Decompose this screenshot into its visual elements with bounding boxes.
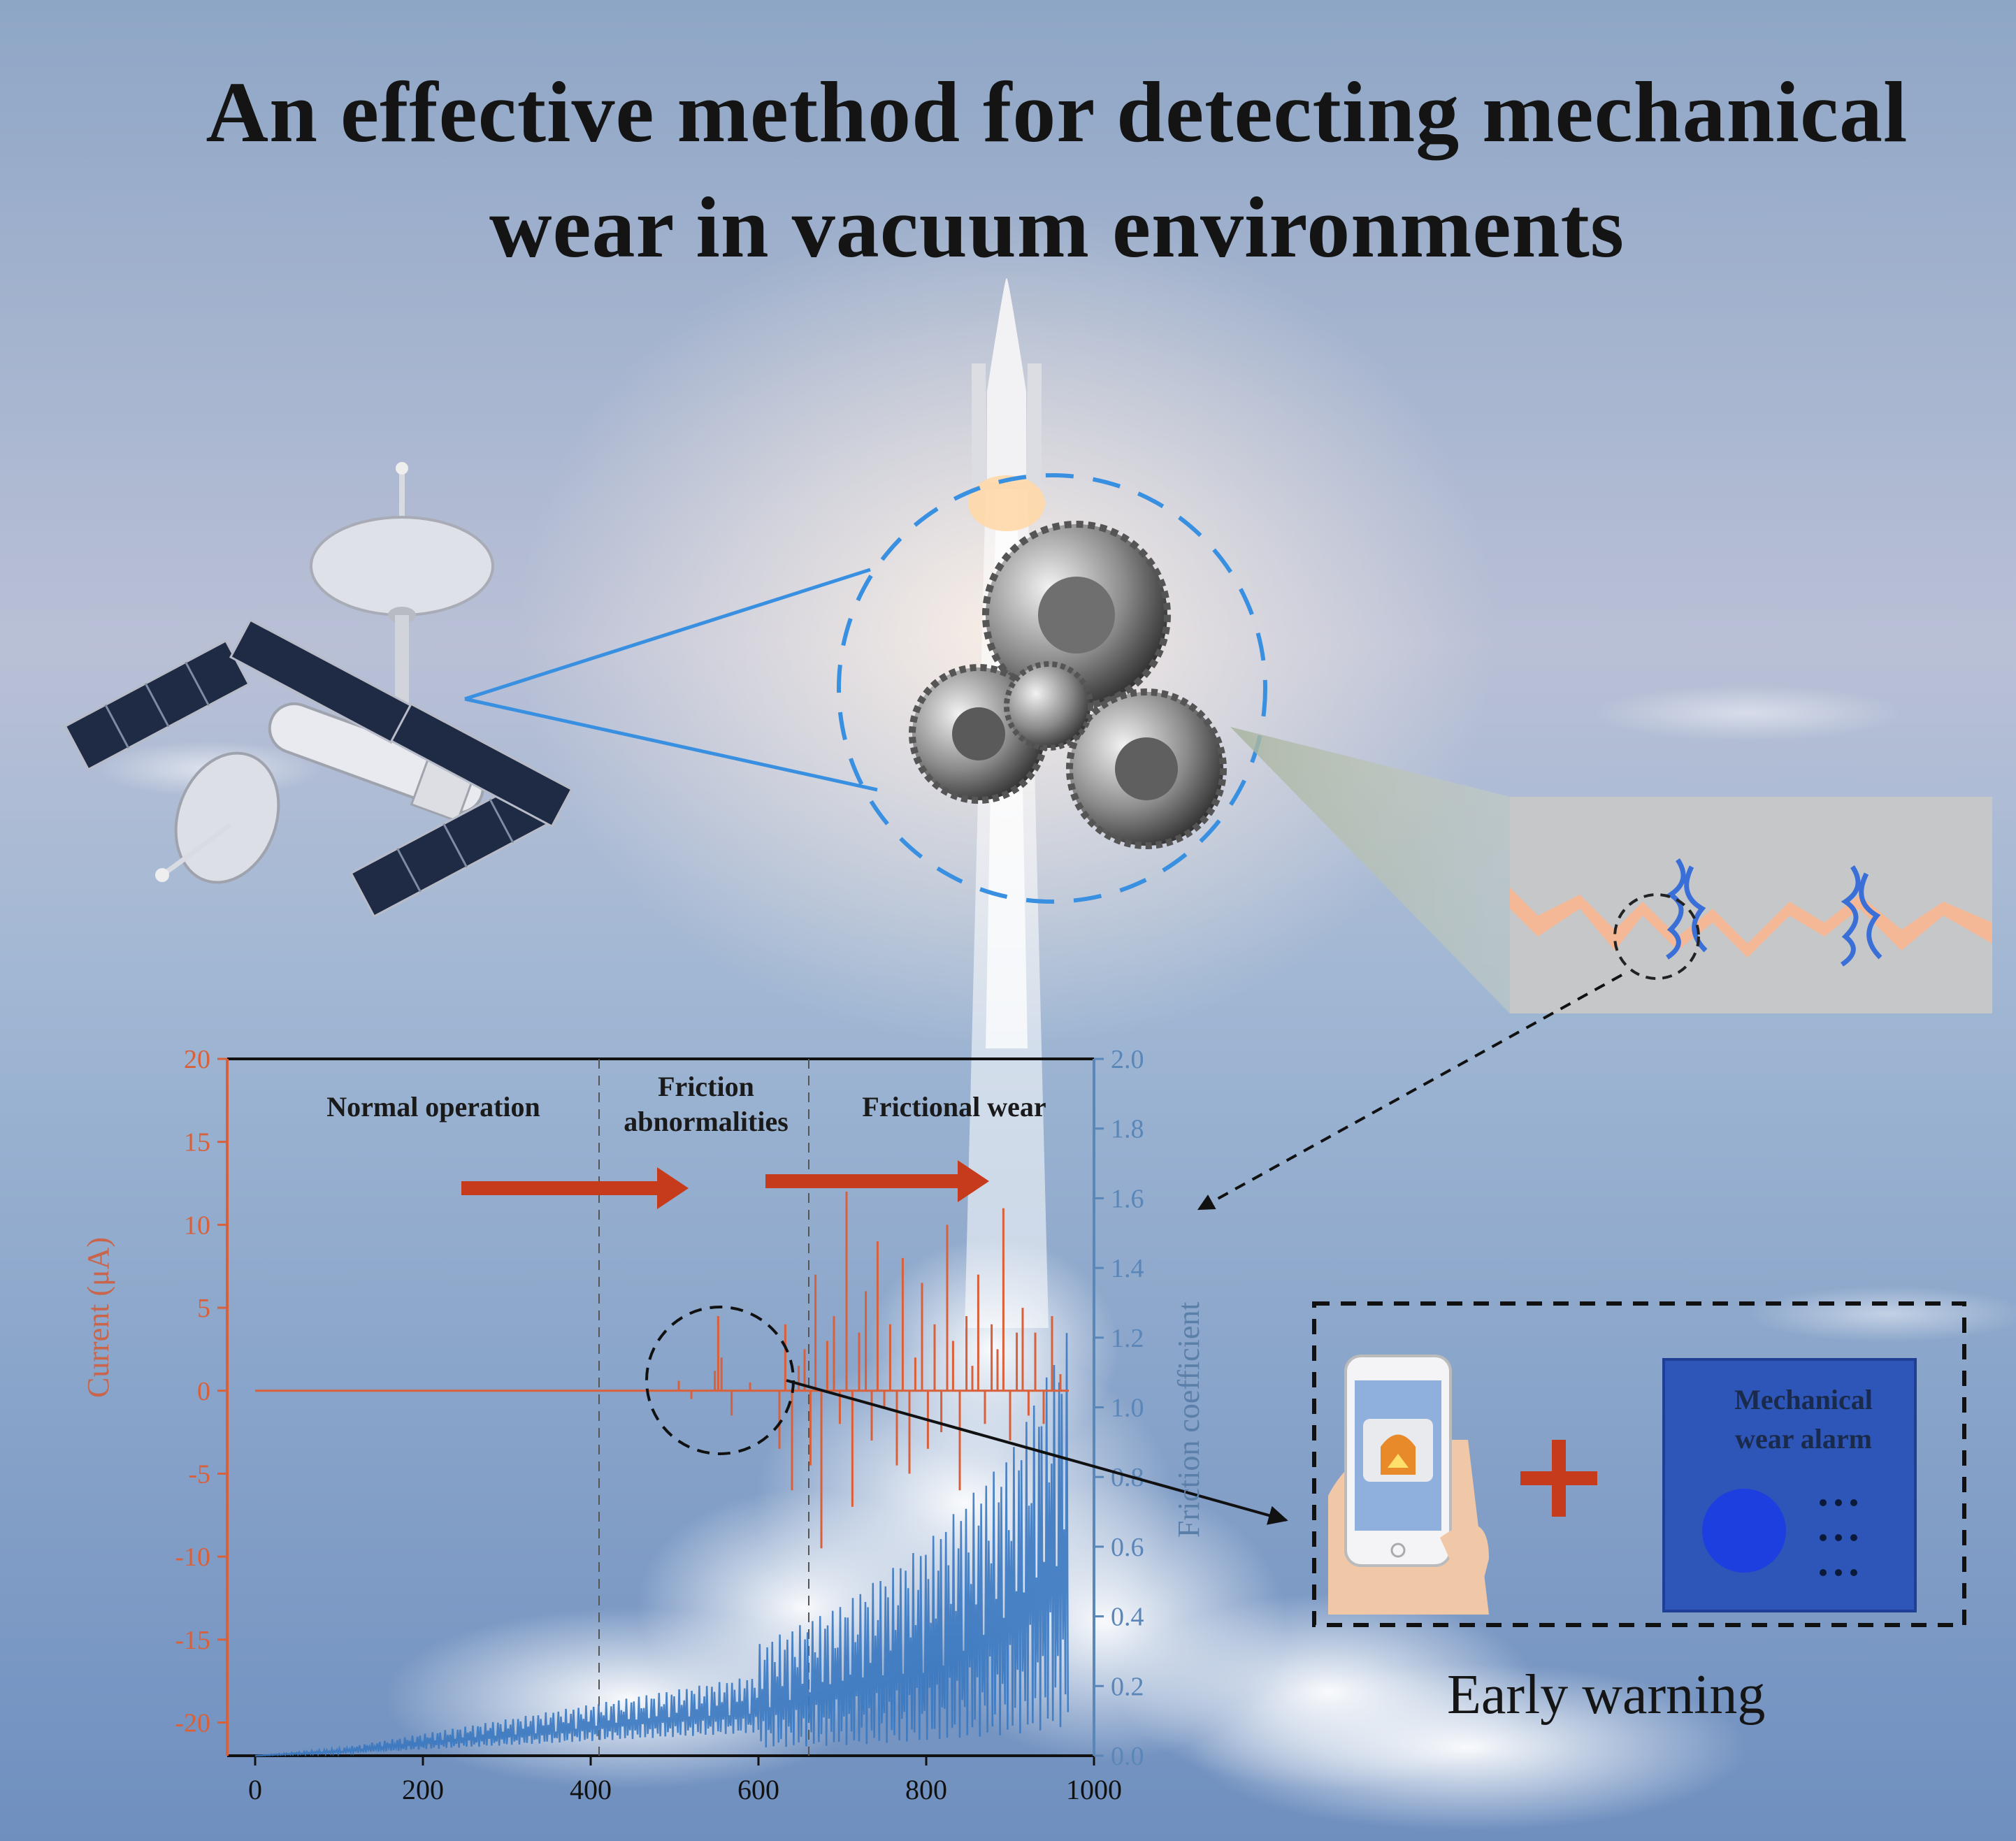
y-axis-right-title: Friction coefficient (1172, 1301, 1206, 1538)
alarm-text-line-1: Mechanical (1734, 1384, 1873, 1415)
y-right-tick-label: 2.0 (1111, 1045, 1144, 1074)
region-arrow-2 (765, 1160, 989, 1202)
x-tick-label: 600 (737, 1774, 779, 1805)
abnormality-highlight-circle (645, 1306, 795, 1455)
y-left-tick-label: -20 (175, 1709, 210, 1738)
y-left-tick-label: -5 (188, 1459, 210, 1489)
region-label-wear: Frictional wear (862, 1091, 1046, 1122)
contact-interface-icon (1510, 797, 1992, 1013)
y-right-tick-label: 0.4 (1111, 1603, 1144, 1632)
interface-zoom-cone (1230, 727, 1510, 1013)
x-tick-label: 0 (248, 1774, 262, 1805)
interface-to-chart-arrow (1197, 974, 1622, 1211)
y-right-tick-label: 0.6 (1111, 1533, 1144, 1562)
alarm-panel-icon (1662, 1358, 1917, 1612)
satellite-icon (64, 462, 573, 918)
x-tick-label: 800 (905, 1774, 947, 1805)
y-right-tick-label: 1.6 (1111, 1184, 1144, 1213)
y-left-tick-label: 5 (197, 1294, 210, 1323)
alarm-text-line-2: wear alarm (1735, 1423, 1872, 1454)
y-right-tick-label: 0.0 (1111, 1742, 1144, 1771)
alarm-indicator-light (1702, 1489, 1786, 1573)
region-label-normal: Normal operation (326, 1091, 540, 1122)
y-left-tick-label: 15 (184, 1128, 210, 1157)
title-line-2: wear in vacuum environments (489, 180, 1625, 275)
zoom-lines (464, 568, 878, 792)
x-tick-label: 200 (402, 1774, 444, 1805)
y-right-tick-label: 1.8 (1111, 1115, 1144, 1144)
plus-icon (1520, 1440, 1597, 1517)
y-right-tick-label: 1.4 (1111, 1254, 1144, 1283)
y-right-tick-label: 1.2 (1111, 1324, 1144, 1353)
early-warning-label: Early warning (1447, 1664, 1766, 1726)
gears-icon (909, 521, 1227, 849)
gears-zoom-circle (837, 473, 1267, 904)
friction-series-line (254, 1333, 1070, 1757)
alarm-panel-text: Mechanical wear alarm (1671, 1380, 1936, 1459)
x-tick-label: 400 (570, 1774, 612, 1805)
title-line-1: An effective method for detecting mechan… (206, 64, 1908, 160)
y-right-tick-label: 1.0 (1111, 1394, 1144, 1423)
y-left-tick-label: -15 (175, 1626, 210, 1655)
y-left-tick-label: 10 (184, 1211, 210, 1240)
early-warning-box (1312, 1301, 1966, 1627)
smartphone-alarm-icon (1328, 1355, 1489, 1615)
chart-to-warning-arrow (786, 1379, 1288, 1525)
y-left-tick-label: -10 (175, 1543, 210, 1572)
current-friction-chart: 0 200 400 600 800 1000 20 15 10 5 0 -5 -10 -15 -20 2.0 1… (175, 1045, 1144, 1805)
region-label-abnormalities: Friction abnormalities (624, 1071, 789, 1137)
y-axis-left-title: Current (μA) (81, 1236, 115, 1398)
y-left-tick-label: 0 (197, 1377, 210, 1406)
y-left-tick-label: 20 (184, 1045, 210, 1074)
y-right-tick-label: 0.2 (1111, 1672, 1144, 1701)
region-arrow-1 (461, 1167, 689, 1209)
x-tick-label: 1000 (1066, 1774, 1122, 1805)
